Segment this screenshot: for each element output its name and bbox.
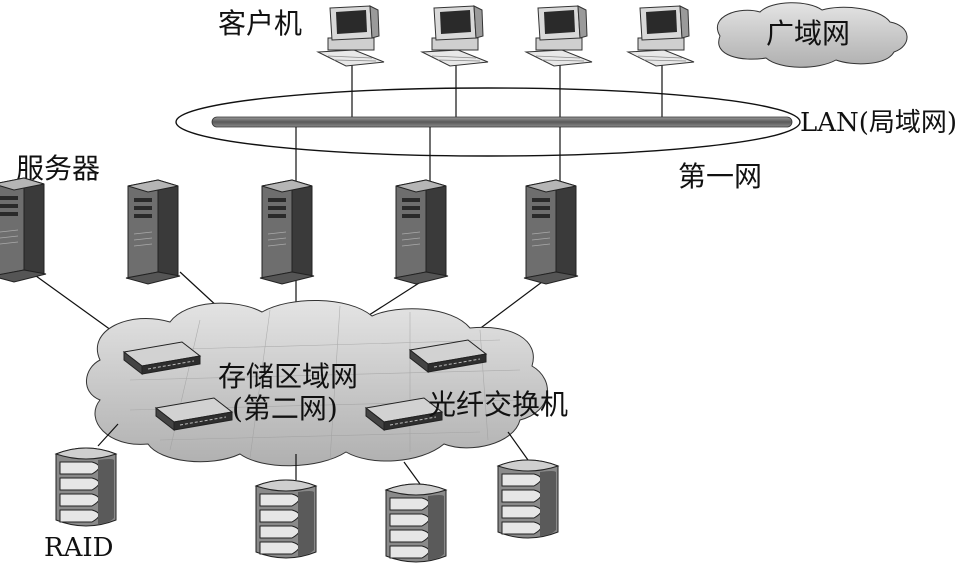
desktop-computer-icon — [317, 5, 385, 67]
raid-disk-array-icon — [385, 483, 447, 563]
tower-server-icon — [259, 179, 315, 285]
tower-server-icon — [523, 179, 579, 285]
fibre-switch-label: 光纤交换机 — [428, 388, 568, 421]
san-label: 存储区域网 — [218, 360, 358, 393]
server-group — [0, 177, 579, 285]
desktop-computer-icon — [627, 5, 695, 67]
lan-bus — [211, 116, 793, 128]
desktop-computer-icon — [421, 5, 489, 67]
lan-label: LAN(局域网) — [800, 108, 957, 138]
desktop-computer-icon — [525, 5, 593, 67]
second-network-label: (第二网) — [232, 392, 338, 425]
san-floor-grid — [129, 305, 521, 461]
clients-label: 客户机 — [218, 7, 302, 40]
wan-cloud — [717, 2, 908, 68]
raid-disk-array-icon — [255, 479, 317, 559]
first-network-label: 第一网 — [678, 160, 762, 193]
raid-disk-array-icon — [497, 459, 559, 539]
tower-server-icon — [393, 179, 449, 285]
lan-boundary — [175, 87, 801, 157]
client-computers — [317, 5, 695, 122]
tower-server-icon — [125, 179, 181, 285]
wan-label: 广域网 — [766, 17, 850, 50]
tower-server-icon — [0, 177, 47, 283]
raid-disk-array-icon — [55, 447, 117, 527]
raid-label: RAID — [44, 533, 113, 563]
